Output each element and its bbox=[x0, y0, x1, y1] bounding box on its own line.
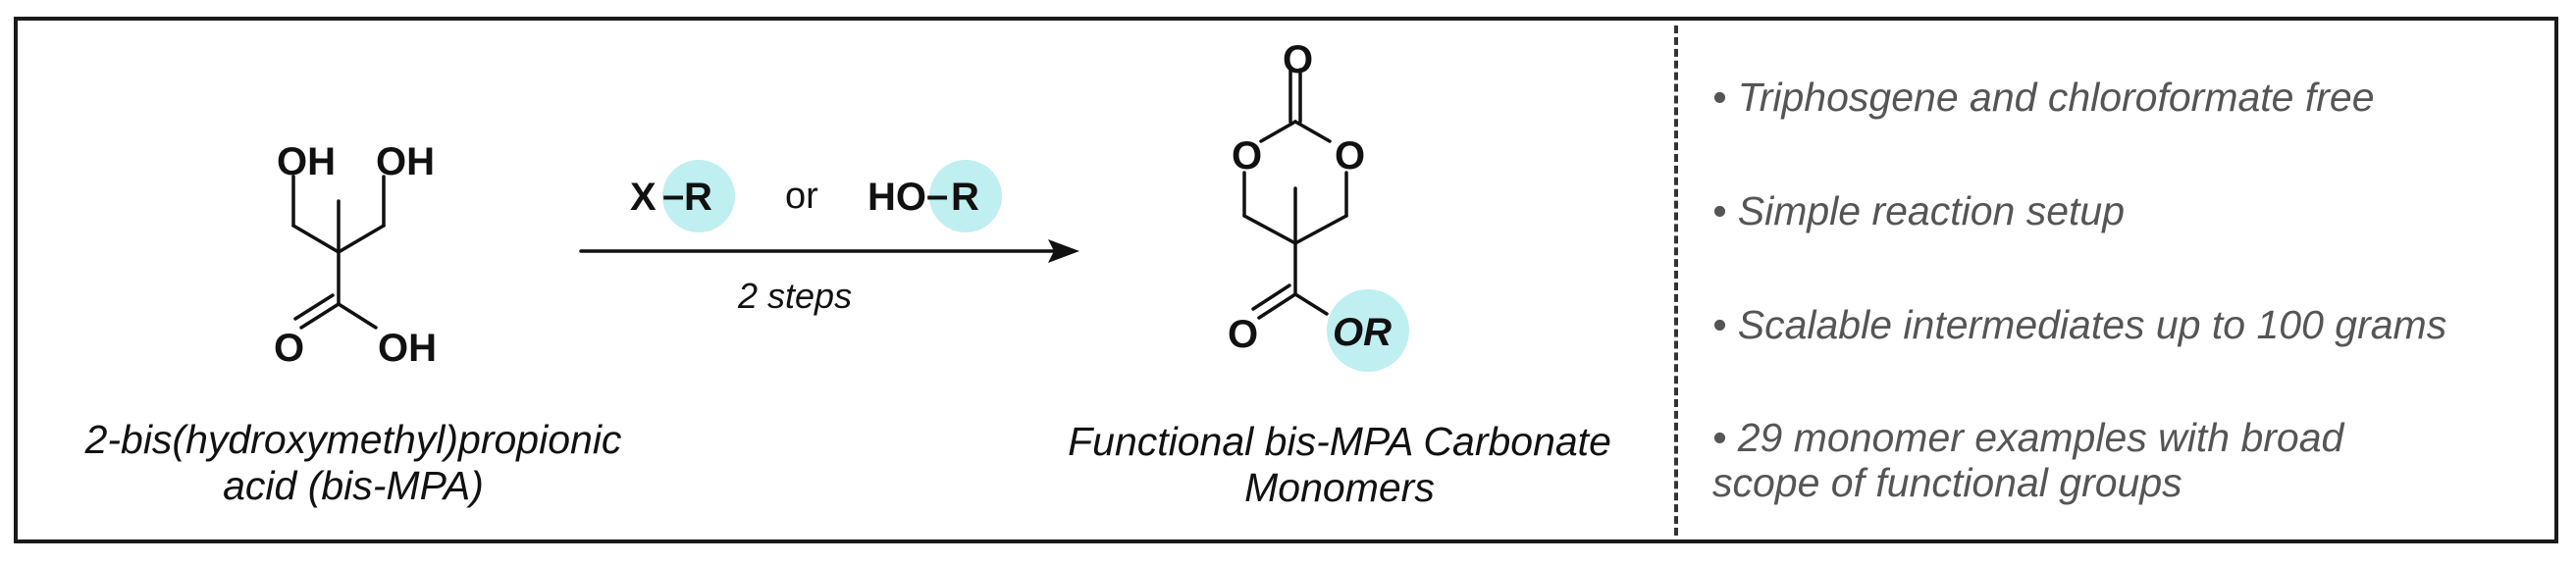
or-highlight-product bbox=[1327, 289, 1409, 372]
atom-ring-o-right: O bbox=[1335, 134, 1365, 178]
reagent-b-r: R bbox=[951, 176, 979, 219]
reagent-a-r: R bbox=[684, 176, 712, 219]
atom-ring-o-left: O bbox=[1232, 134, 1262, 178]
product-caption: Functional bis-MPA Carbonate Monomers bbox=[1016, 419, 1663, 511]
bond-ring-right-quat bbox=[1293, 214, 1348, 245]
atom-carbonyl-o: O bbox=[274, 327, 304, 370]
product-caption-line1: Functional bis-MPA Carbonate bbox=[1068, 419, 1611, 464]
r-highlight-reagent-b bbox=[929, 160, 1002, 232]
bond-ring-left-quat bbox=[1242, 214, 1297, 245]
atom-ester-carbonyl-o: O bbox=[1228, 313, 1258, 356]
feature-item-3: • Scalable intermediates up to 100 grams bbox=[1712, 302, 2447, 347]
reagent-a-x: X bbox=[630, 176, 657, 219]
starting-material-caption: 2-bis(hydroxymethyl)propionic acid (bis-… bbox=[39, 417, 667, 509]
figure-frame bbox=[14, 17, 2558, 543]
feature-item-1: • Triphosgene and chloroformate free bbox=[1712, 75, 2375, 120]
r-highlight-reagent-a bbox=[662, 160, 735, 232]
bond-center-right bbox=[337, 224, 386, 254]
atom-ester-or: OR bbox=[1333, 311, 1392, 354]
feature-item-4: • 29 monomer examples with broad bbox=[1712, 415, 2344, 460]
bond-ester-or bbox=[1293, 292, 1329, 316]
reagent-b-ho: HO bbox=[867, 176, 926, 219]
atom-oh-left: OH bbox=[277, 140, 336, 183]
bond-ring-c-or bbox=[1293, 120, 1332, 143]
feature-item-4-continued: scope of functional groups bbox=[1712, 460, 2182, 505]
bond-carbonyl-1 bbox=[299, 302, 341, 330]
reagent-b-dash: – bbox=[926, 174, 948, 217]
starting-material-caption-line2: acid (bis-MPA) bbox=[223, 463, 484, 508]
reaction-conditions: 2 steps bbox=[737, 276, 852, 316]
feature-item-2: • Simple reaction setup bbox=[1712, 188, 2126, 233]
reagent-connector: or bbox=[785, 176, 818, 217]
bond-carbonyl-2 bbox=[293, 293, 335, 321]
product-caption-line2: Monomers bbox=[1244, 465, 1435, 510]
bond-ring-c-ol bbox=[1259, 120, 1297, 143]
bond-left-center bbox=[291, 224, 341, 254]
section-divider bbox=[1674, 26, 1678, 536]
reaction-arrow-head bbox=[1048, 239, 1079, 263]
bond-ester-co-2 bbox=[1251, 283, 1291, 311]
bond-ester-co-1 bbox=[1257, 292, 1297, 320]
starting-material-caption-line1: 2-bis(hydroxymethyl)propionic bbox=[84, 417, 622, 462]
atom-oh-right: OH bbox=[376, 140, 435, 183]
atom-acid-oh: OH bbox=[378, 327, 437, 370]
bond-acid-oh bbox=[337, 302, 378, 330]
atom-carbonate-o: O bbox=[1283, 38, 1313, 81]
reagent-a-dash: – bbox=[662, 174, 684, 217]
